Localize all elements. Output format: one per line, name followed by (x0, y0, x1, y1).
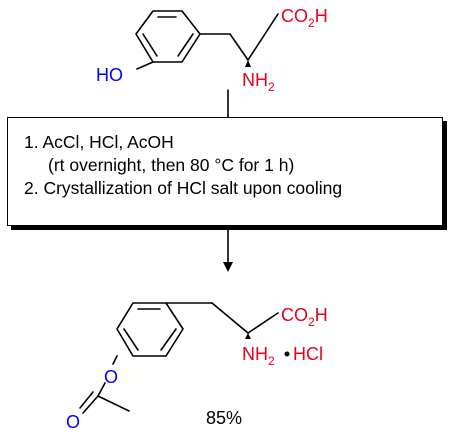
product-benzene-ring (116, 302, 184, 357)
product-bond-ch2-alpha (211, 302, 249, 334)
start-ring-double-bond (177, 33, 194, 57)
start-amine-label: NH2 (242, 70, 275, 94)
product-bond-ring-ester-o (112, 355, 118, 365)
product-bond-carbonyl-o-double (79, 391, 94, 409)
start-bond-ch2-alpha (229, 33, 249, 61)
product-bond-carbonyl-o (82, 395, 99, 414)
product: CO2H NH2 HCl O O 85% (66, 302, 328, 432)
conditions-box: 1. AcCl, HCl, AcOH (rt overnight, then 8… (7, 117, 443, 226)
product-carbonyl-oxygen-label: O (66, 412, 80, 432)
start-hydroxyl-label: HO (96, 65, 123, 85)
condition-step-1-detail: (rt overnight, then 80 °C for 1 h) (48, 155, 295, 175)
start-bond-alpha-co2h (247, 13, 279, 61)
product-bond-alpha-co2h (247, 312, 279, 334)
product-amine-label: NH2 (242, 344, 275, 368)
start-ring-double-bond (142, 33, 158, 57)
start-wedge-bond (245, 60, 251, 67)
product-bond-ester-o-carbonyl (97, 382, 106, 397)
condition-step-1: 1. AcCl, HCl, AcOH (24, 132, 174, 152)
start-bond-ring-oh (136, 61, 154, 70)
arrow-head (223, 262, 233, 272)
start-carboxylic-acid-label: CO2H (281, 6, 328, 30)
product-bond-carbonyl-methyl (97, 395, 130, 412)
product-ester-oxygen-label: O (104, 367, 118, 387)
product-ring-double-bond (160, 328, 177, 351)
condition-step-2: 2. Crystallization of HCl salt upon cool… (24, 178, 343, 198)
product-wedge-bond (245, 333, 251, 339)
starting-material: CO2H NH2 HO (96, 6, 328, 94)
product-carboxylic-acid-label: CO2H (281, 305, 328, 329)
product-ring-double-bond (123, 328, 139, 351)
product-hcl-salt-label: HCl (293, 344, 323, 364)
yield-label: 85% (206, 408, 242, 428)
salt-dot (284, 351, 290, 357)
